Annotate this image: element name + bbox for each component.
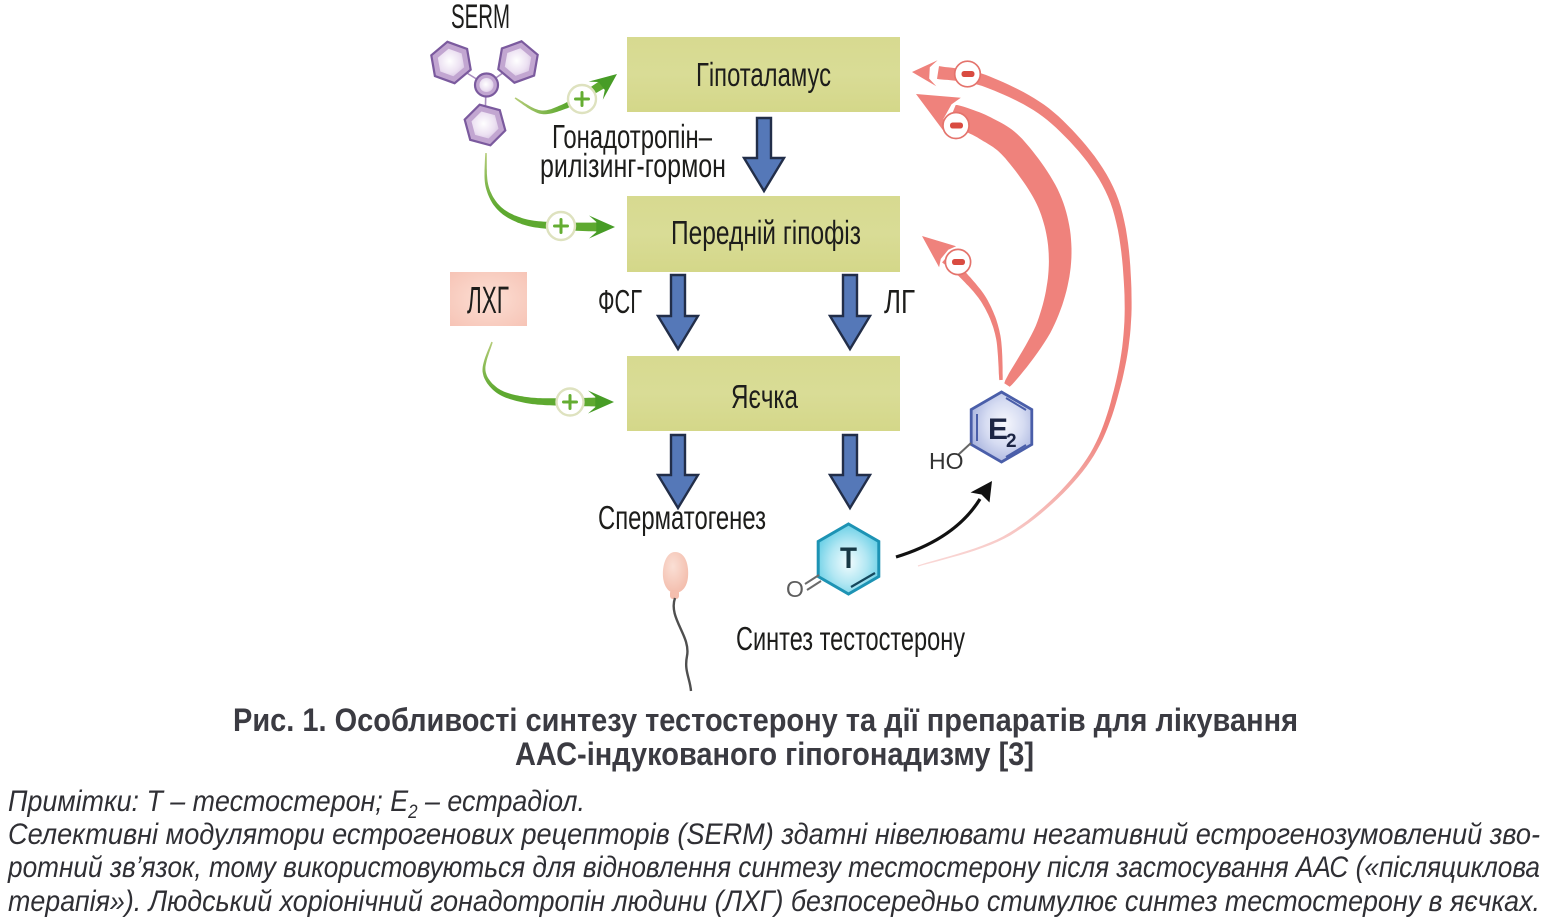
- svg-text:НО: НО: [929, 448, 964, 474]
- svg-text:Селективні модулятори естроген: Селективні модулятори естрогенових рецеп…: [8, 818, 1540, 851]
- svg-text:SERM: SERM: [451, 0, 510, 36]
- svg-text:2: 2: [1006, 431, 1017, 452]
- svg-text:E: E: [988, 413, 1008, 446]
- svg-text:ААС-індукованого гіпогонадизму: ААС-індукованого гіпогонадизму [3]: [515, 736, 1034, 772]
- svg-text:Синтез тестостерону: Синтез тестостерону: [736, 620, 965, 657]
- svg-text:Примітки: Т – тестостерон; Е2: Примітки: Т – тестостерон; Е2 – естрадіо…: [8, 785, 585, 823]
- svg-text:Рис. 1. Особливості синтезу те: Рис. 1. Особливості синтезу тестостерону…: [233, 702, 1298, 738]
- svg-text:терапія»). Людський хоріонічни: терапія»). Людський хоріонічний гонадотр…: [8, 885, 1540, 918]
- svg-text:ротний зв’язок, тому використо: ротний зв’язок, тому використовуються дл…: [7, 851, 1540, 884]
- svg-text:ФСГ: ФСГ: [598, 283, 642, 320]
- svg-text:T: T: [840, 542, 857, 575]
- svg-text:Передній гіпофіз: Передній гіпофіз: [671, 214, 861, 251]
- svg-text:Гонадотропін–: Гонадотропін–: [552, 118, 712, 155]
- svg-text:рилізинг-гормон: рилізинг-гормон: [540, 147, 726, 184]
- svg-text:Яєчка: Яєчка: [731, 378, 798, 415]
- svg-text:Сперматогенез: Сперматогенез: [598, 499, 766, 536]
- svg-text:O: O: [786, 576, 804, 602]
- svg-text:ЛГ: ЛГ: [884, 283, 915, 320]
- svg-text:ЛХГ: ЛХГ: [467, 280, 509, 322]
- svg-text:Гіпоталамус: Гіпоталамус: [696, 56, 831, 93]
